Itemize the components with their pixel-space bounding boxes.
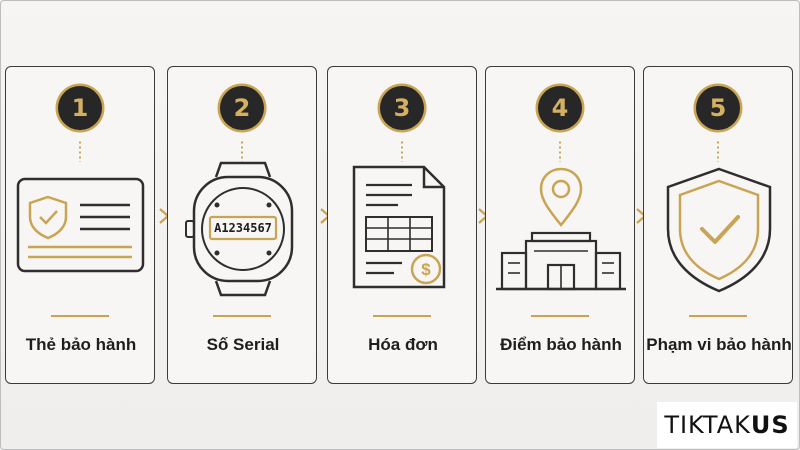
- gold-divider: [213, 315, 271, 317]
- step-label: Thẻ bảo hành: [25, 335, 137, 354]
- step-number-badge: 3: [380, 86, 424, 130]
- warranty-card-icon: [16, 177, 145, 273]
- gold-divider: [531, 315, 589, 317]
- step-number-badge: 5: [696, 86, 740, 130]
- dotted-connector: [241, 140, 243, 162]
- watch-serial-icon: [185, 161, 294, 297]
- dotted-connector: [79, 140, 81, 162]
- step-card-5: 5 Phạm vi bảo hành: [643, 66, 793, 384]
- step-number-badge: 2: [220, 86, 264, 130]
- step-number-badge: 1: [58, 86, 102, 130]
- step-card-4: 4 Điểm bảo hành: [485, 66, 635, 384]
- service-center-icon: [496, 167, 626, 291]
- step-card-3: 3 $ Hóa đơn: [327, 66, 477, 384]
- step-card-1: 1 Thẻ bảo hành: [5, 66, 155, 384]
- dotted-connector: [401, 140, 403, 162]
- shield-check-icon: [666, 167, 772, 293]
- gold-divider: [689, 315, 747, 317]
- step-label: Hóa đơn: [368, 335, 438, 354]
- gold-divider: [51, 315, 109, 317]
- invoice-icon: [352, 165, 446, 289]
- step-label: Phạm vi bảo hành: [646, 335, 792, 354]
- dollar-icon: $: [421, 260, 431, 279]
- step-number-badge: 4: [538, 86, 582, 130]
- logo-text-part2: US: [750, 411, 790, 439]
- step-label: Điểm bảo hành: [500, 335, 622, 354]
- step-label: Số Serial: [206, 335, 280, 354]
- step-card-2: 2 A1234567 Số Serial: [167, 66, 317, 384]
- serial-number-text: A1234567: [214, 221, 272, 235]
- dotted-connector: [717, 140, 719, 162]
- tiktakus-logo: TIKTAKUS: [657, 402, 797, 448]
- dotted-connector: [559, 140, 561, 162]
- logo-text-part1: TIKTAK: [664, 411, 751, 439]
- gold-divider: [373, 315, 431, 317]
